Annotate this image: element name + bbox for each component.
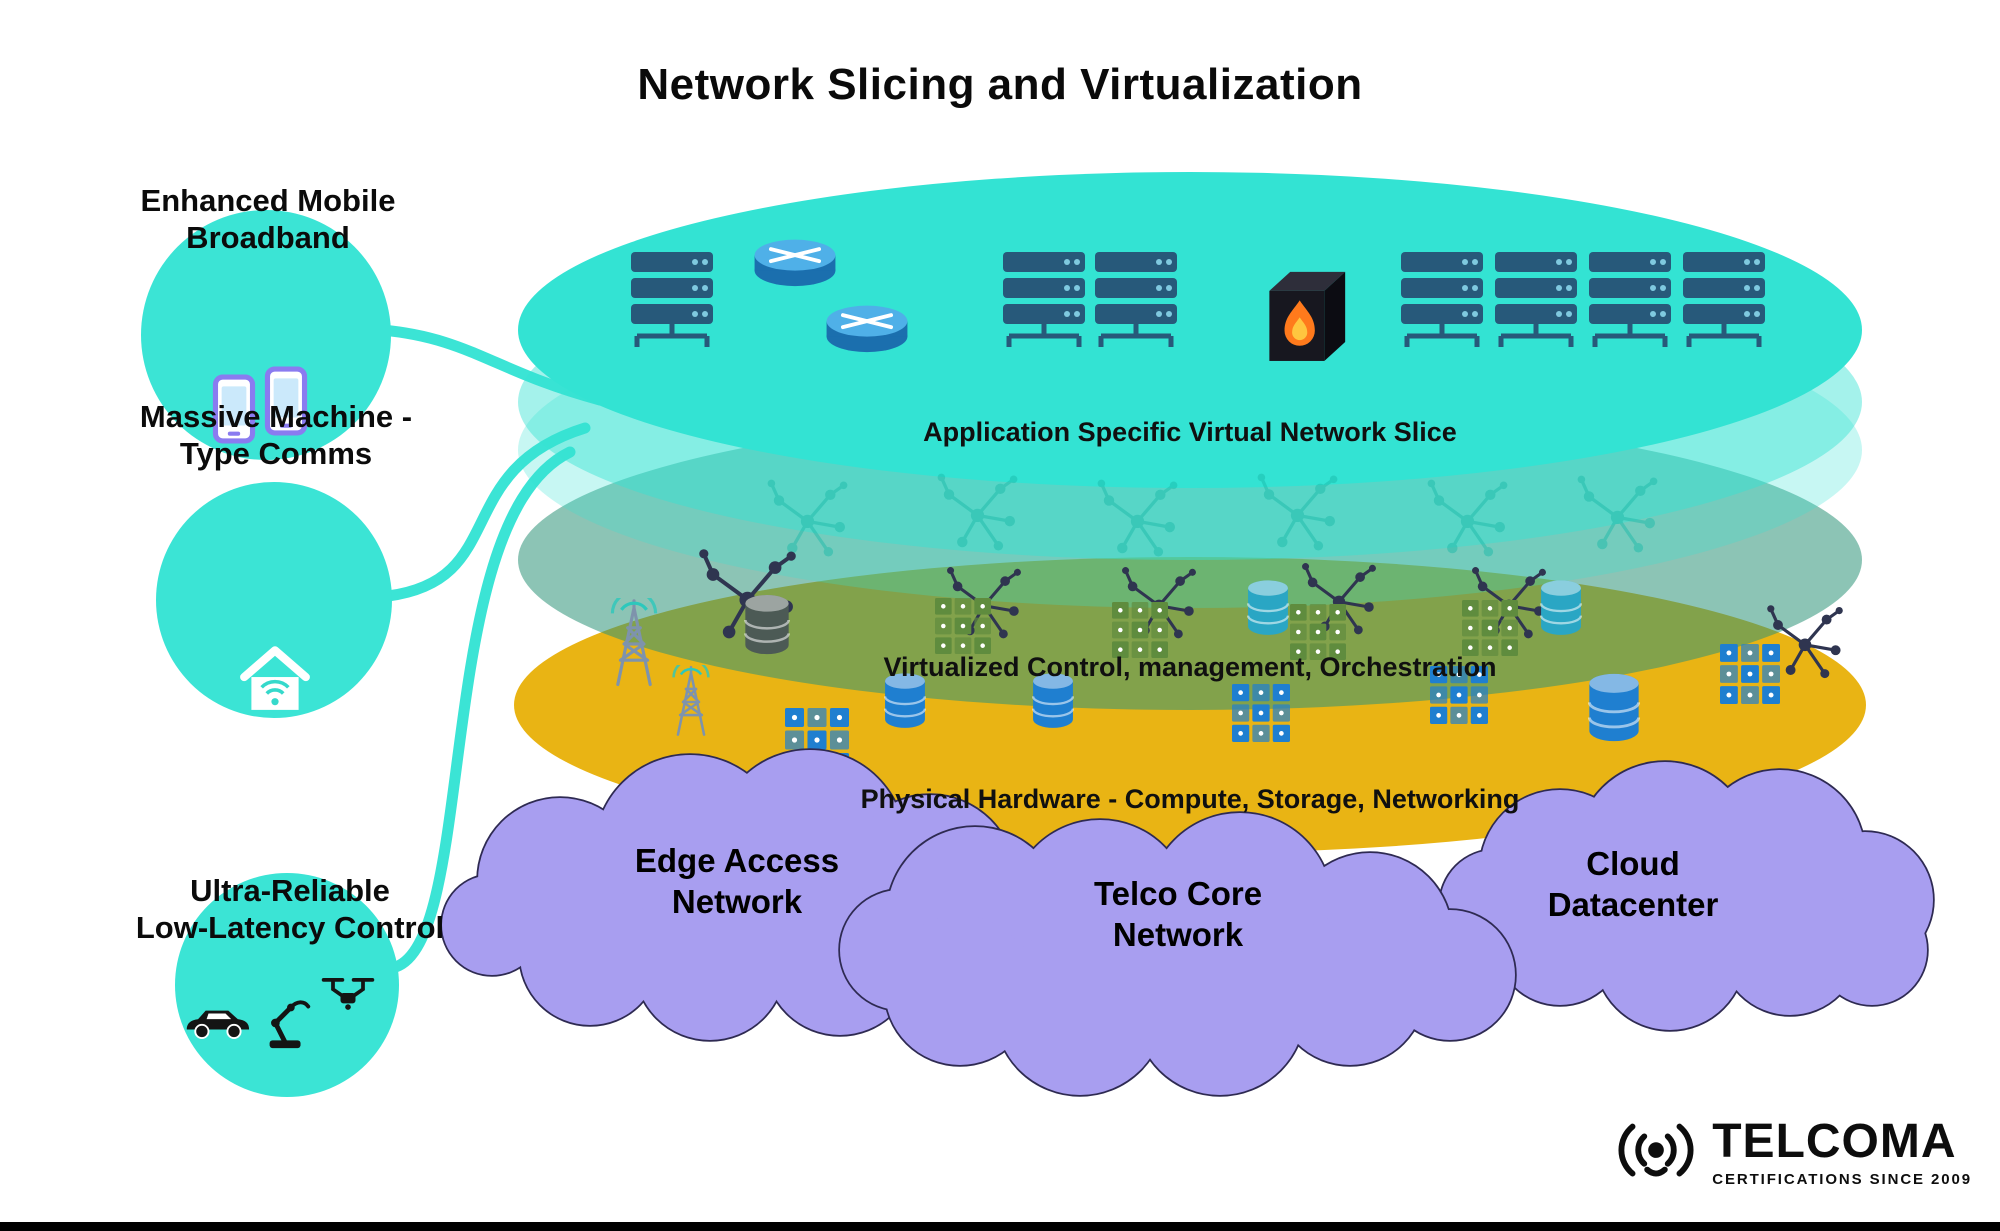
urllc-connector: [386, 446, 576, 974]
edge-access-label: Edge Access Network: [635, 840, 839, 923]
urllc-bubble: [175, 873, 399, 1097]
edge-access-line1: Edge Access: [634, 842, 840, 879]
urllc-label: Ultra-Reliable Low-Latency Control: [136, 872, 444, 946]
embb-connector: [376, 324, 606, 406]
urllc-label-line2: Low-Latency Control: [135, 910, 445, 946]
cloud-datacenter-line2: Datacenter: [1547, 886, 1719, 924]
mmtc-bubble: [156, 482, 392, 718]
application-slice-layer: [518, 172, 1862, 488]
logo-tagline: CERTIFICATIONS SINCE 2009: [1712, 1171, 1972, 1188]
use-case-bubbles: [141, 210, 399, 1097]
clouds: [440, 748, 1935, 1097]
firewall-icon: [1269, 271, 1346, 361]
virtualized-layer-caption: Virtualized Control, management, Orchest…: [883, 652, 1497, 682]
logo-name: TELCOMA: [1712, 1115, 1957, 1168]
telco-core-cloud: [838, 811, 1517, 1097]
embb-bubble: [141, 210, 391, 460]
telcoma-signal-icon: [1618, 1123, 1694, 1177]
database-icon: [1539, 579, 1583, 637]
mmtc-connector: [382, 422, 591, 602]
cloud-datacenter-cloud: [1438, 760, 1935, 1032]
mmtc-label-line1: Massive Machine -: [139, 399, 413, 434]
application-layer-caption: Application Specific Virtual Network Sli…: [923, 417, 1457, 447]
mmtc-label-line2: Type Comms: [179, 436, 373, 472]
connector-lines: [376, 324, 606, 974]
server-grid-icon: [1232, 684, 1290, 742]
hardware-layer-caption: Physical Hardware - Compute, Storage, Ne…: [860, 784, 1520, 814]
telco-core-line2: Network: [1112, 916, 1244, 954]
telco-core-label: Telco Core Network: [1094, 873, 1262, 956]
database-icon: [1246, 579, 1290, 637]
database-icon: [1587, 672, 1641, 743]
mmtc-label: Massive Machine - Type Comms: [140, 398, 412, 472]
embb-label-line2: Broadband: [186, 220, 350, 256]
cloud-datacenter-line1: Cloud: [1586, 845, 1680, 882]
network-layer-stack: [514, 172, 1866, 853]
router-icon: [752, 237, 838, 289]
vm-grid-icon: [1462, 600, 1518, 656]
bottom-border: [0, 1222, 2000, 1231]
embb-label-line1: Enhanced Mobile: [140, 183, 396, 218]
diagram-title: Network Slicing and Virtualization: [637, 60, 1363, 109]
router-icon: [824, 303, 910, 355]
embb-label: Enhanced Mobile Broadband: [141, 182, 396, 256]
cloud-datacenter-label: Cloud Datacenter: [1548, 843, 1719, 926]
server-grid-icon: [1720, 644, 1780, 704]
vm-grid-icon: [935, 598, 991, 654]
telcoma-logo: TELCOMA CERTIFICATIONS SINCE 2009: [1612, 1109, 1972, 1197]
telco-core-line1: Telco Core: [1093, 875, 1263, 912]
vm-grid-icon: [1112, 602, 1168, 658]
database-icon: [744, 593, 790, 656]
urllc-label-line1: Ultra-Reliable: [190, 873, 390, 908]
edge-access-line2: Network: [671, 883, 803, 921]
